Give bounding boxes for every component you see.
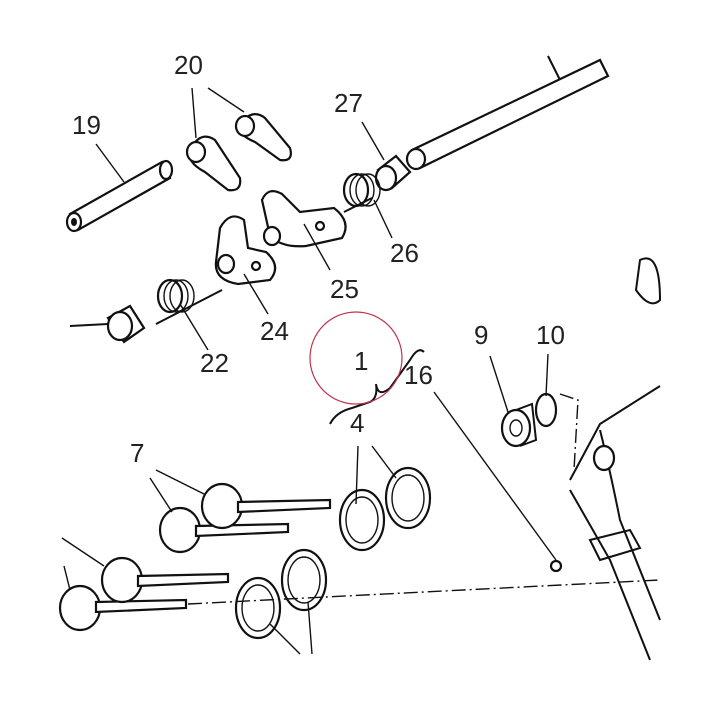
bushing-22: [69, 304, 146, 344]
assembly-center-lines: [187, 393, 661, 605]
bolt-16: [549, 559, 563, 573]
label-7: 7: [130, 438, 144, 468]
spring-22: [155, 278, 223, 325]
valve-7-a: [158, 506, 290, 554]
label-25: 25: [330, 274, 359, 304]
label-26: 26: [390, 238, 419, 268]
rocker-arm-20-b: [234, 113, 292, 162]
label-24: 24: [260, 316, 289, 346]
label-10: 10: [536, 320, 565, 350]
group-bracket-1: [329, 349, 425, 425]
valve-7-b: [200, 482, 332, 530]
o-ring-10: [534, 392, 558, 428]
label-22: 22: [200, 348, 229, 378]
valve-seal-4-a: [338, 488, 386, 552]
valve-seal-4-b: [384, 466, 432, 530]
label-20: 20: [174, 50, 203, 80]
rocker-arm-25: [260, 189, 347, 248]
label-9: 9: [474, 320, 488, 350]
leader-lines: [61, 87, 557, 655]
label-19: 19: [72, 110, 101, 140]
valve-lower-a: [58, 584, 188, 632]
label-27: 27: [334, 88, 363, 118]
label-4: 4: [350, 408, 364, 438]
valve-seal-lower-b: [280, 548, 328, 612]
label-1: 1: [354, 346, 368, 376]
rocker-arm-20-a: [185, 135, 242, 192]
rocker-shaft-long: [405, 55, 610, 171]
rocker-arm-24: [214, 215, 277, 286]
valve-lower-b: [100, 556, 230, 604]
spring-26: [342, 172, 381, 213]
plug-9: [500, 402, 538, 448]
bushing-27: [374, 154, 412, 192]
highlight-circle: [309, 311, 403, 405]
rocker-shaft-19: [65, 159, 174, 233]
cylinder-head: [569, 257, 662, 661]
label-16: 16: [404, 360, 433, 390]
valve-seal-lower-a: [234, 576, 282, 640]
